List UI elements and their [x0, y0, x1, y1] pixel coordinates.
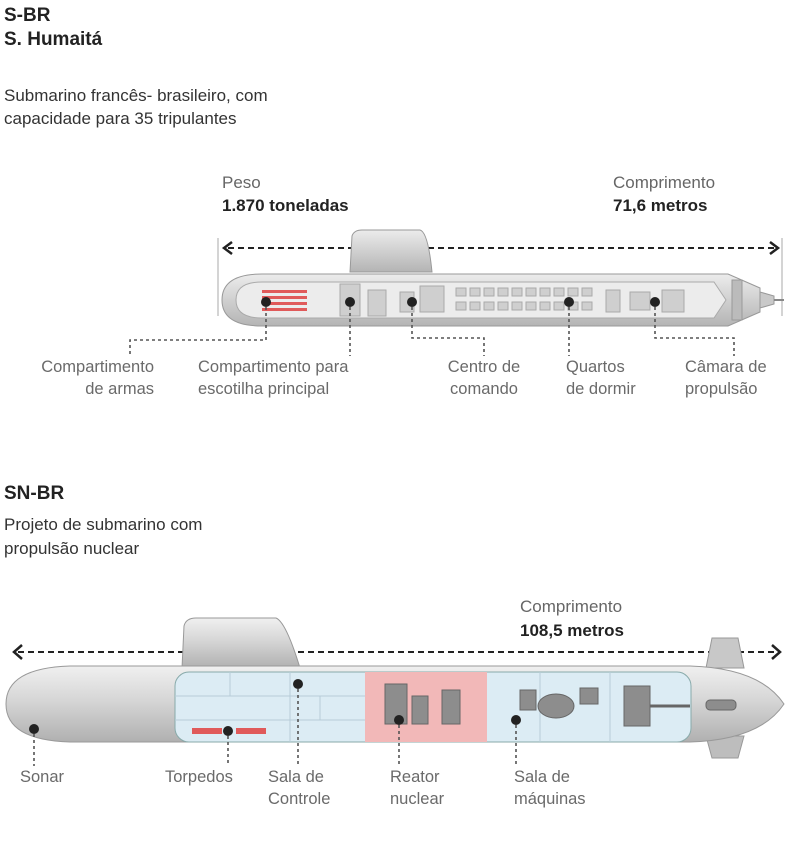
sbr-description-line2: capacidade para 35 tripulantes: [4, 109, 237, 128]
snbr-callout-sonar: Sonar: [20, 768, 65, 786]
snbr-callout-torpedoes: Torpedos: [165, 768, 233, 786]
snbr-length-arrow: [12, 644, 782, 660]
sbr-weight-label: Peso: [222, 173, 261, 192]
sbr-length-label: Comprimento: [613, 173, 716, 192]
snbr-callout-leaders: [33, 689, 517, 766]
snbr-description-line2: propulsão nuclear: [4, 539, 140, 558]
snbr-length-label: Comprimento: [520, 597, 623, 616]
sbr-length-arrow: [217, 238, 783, 316]
snbr-code: SN-BR: [4, 483, 65, 504]
sbr-weight-value: 1.870 toneladas: [222, 196, 349, 215]
sbr-name: S. Humaitá: [4, 29, 103, 50]
sbr-submarine: [221, 229, 784, 327]
sbr-callout-leaders: [129, 307, 735, 356]
sbr-description-line1: Submarino francês- brasileiro, com: [4, 86, 268, 105]
snbr-description-line1: Projeto de submarino com: [4, 515, 203, 534]
sbr-code: S-BR: [4, 5, 51, 26]
sbr-length-value: 71,6 metros: [613, 196, 708, 215]
snbr-submarine: [5, 617, 785, 759]
snbr-length-value: 108,5 metros: [520, 621, 624, 640]
